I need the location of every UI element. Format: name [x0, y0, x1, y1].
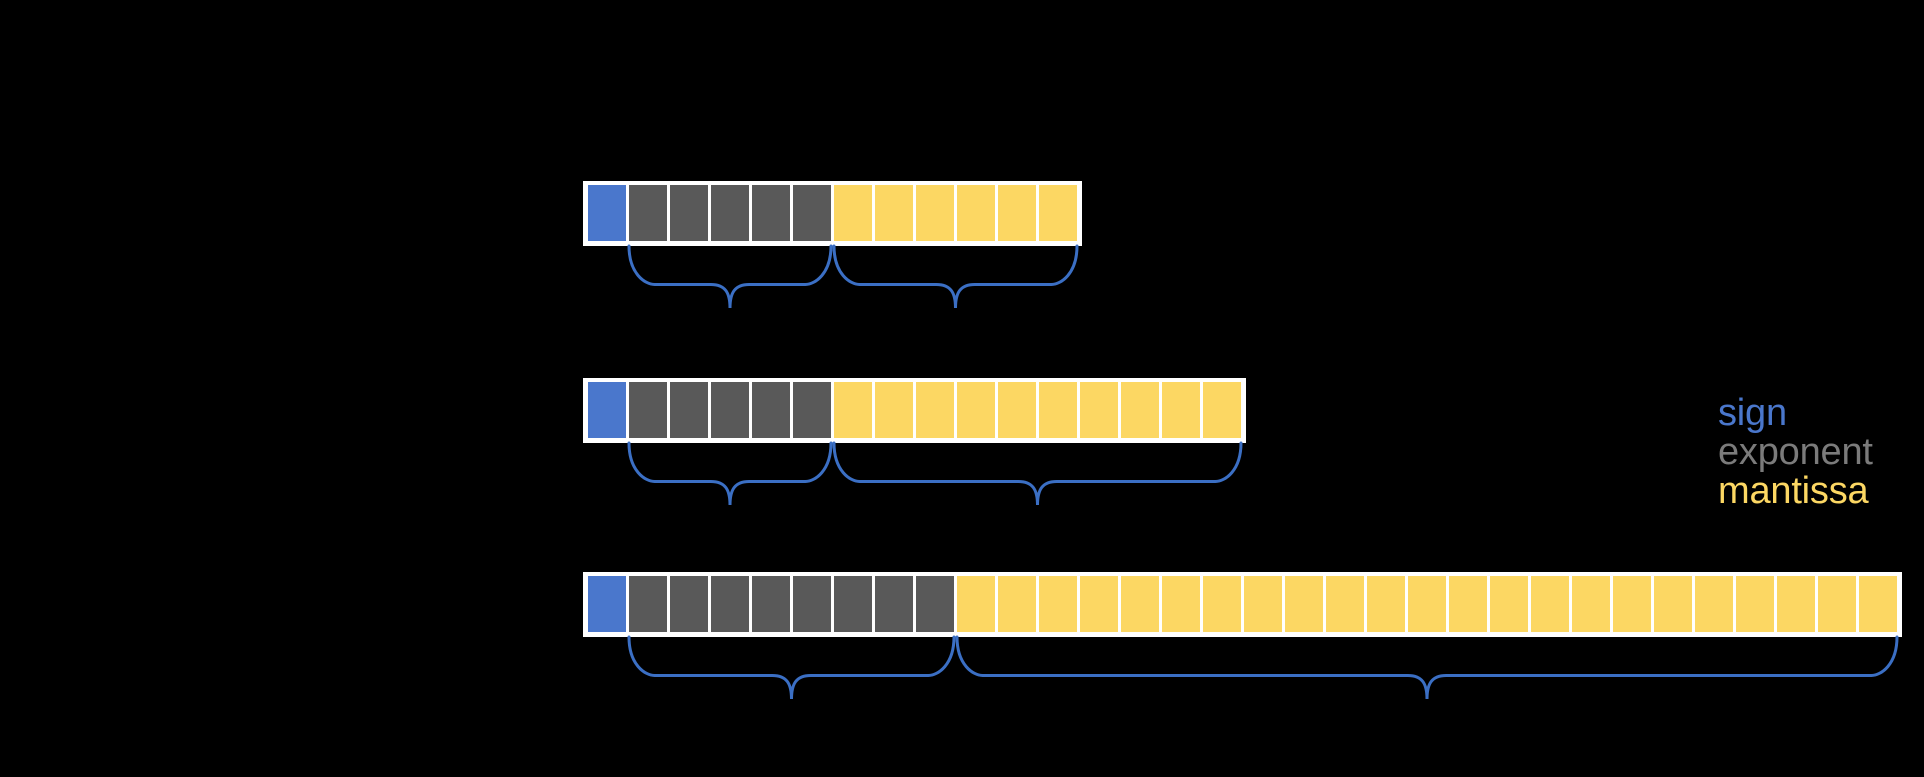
format-row-1-bit-exponent-5: [793, 185, 831, 241]
format-row-3-bit-mantissa-30: [1818, 576, 1856, 632]
format-row-1-bit-mantissa-11: [1039, 185, 1077, 241]
format-row-2-exponent-brace: [629, 443, 831, 505]
format-row-3-bit-exponent-6: [834, 576, 872, 632]
format-row-2-bit-exponent-4: [752, 382, 790, 438]
format-row-3-bit-mantissa-19: [1367, 576, 1405, 632]
format-row-3-bit-mantissa-29: [1777, 576, 1815, 632]
format-row-2-bit-mantissa-13: [1121, 382, 1159, 438]
format-row-3-bit-mantissa-20: [1408, 576, 1446, 632]
legend: sign exponent mantissa: [1718, 394, 1873, 510]
format-row-3-bit-mantissa-17: [1285, 576, 1323, 632]
format-row-2-bit-sign-0: [588, 382, 626, 438]
format-row-3-bit-mantissa-26: [1654, 576, 1692, 632]
format-row-3-bit-mantissa-12: [1080, 576, 1118, 632]
format-row-1-bit-mantissa-7: [875, 185, 913, 241]
format-row-1-bit-exponent-2: [670, 185, 708, 241]
format-row-2: [583, 378, 1246, 513]
format-row-3-bit-mantissa-10: [998, 576, 1036, 632]
format-row-3-bit-exponent-1: [629, 576, 667, 632]
format-row-3-braces: [583, 637, 1902, 707]
format-row-2-bit-exponent-3: [711, 382, 749, 438]
format-row-3-bit-mantissa-15: [1203, 576, 1241, 632]
format-row-3-bit-mantissa-27: [1695, 576, 1733, 632]
format-row-1-bit-mantissa-10: [998, 185, 1036, 241]
legend-item-sign: sign: [1718, 392, 1787, 434]
format-row-3-bit-exponent-2: [670, 576, 708, 632]
format-row-2-bit-mantissa-8: [916, 382, 954, 438]
format-row-1: [583, 181, 1082, 316]
format-row-1-bit-strip: [583, 181, 1082, 246]
format-row-3-bit-mantissa-23: [1531, 576, 1569, 632]
format-row-3-bit-mantissa-13: [1121, 576, 1159, 632]
format-row-1-bit-exponent-4: [752, 185, 790, 241]
format-row-1-mantissa-brace: [834, 246, 1077, 308]
format-row-3: [583, 572, 1902, 707]
format-row-2-bit-exponent-1: [629, 382, 667, 438]
legend-item-exponent: exponent: [1718, 430, 1873, 473]
format-row-2-bit-strip: [583, 378, 1246, 443]
format-row-3-bit-mantissa-28: [1736, 576, 1774, 632]
format-row-3-bit-exponent-8: [916, 576, 954, 632]
format-row-2-bit-mantissa-10: [998, 382, 1036, 438]
format-row-3-bit-exponent-4: [752, 576, 790, 632]
format-row-2-bit-mantissa-12: [1080, 382, 1118, 438]
format-row-2-braces: [583, 443, 1246, 513]
format-row-3-bit-exponent-5: [793, 576, 831, 632]
format-row-3-bit-mantissa-9: [957, 576, 995, 632]
format-row-2-bit-mantissa-6: [834, 382, 872, 438]
format-row-3-bit-exponent-7: [875, 576, 913, 632]
format-row-3-bit-mantissa-16: [1244, 576, 1282, 632]
format-row-3-exponent-brace: [629, 637, 954, 699]
format-row-3-bit-mantissa-22: [1490, 576, 1528, 632]
format-row-1-bit-mantissa-8: [916, 185, 954, 241]
format-row-2-bit-mantissa-7: [875, 382, 913, 438]
format-row-3-bit-mantissa-24: [1572, 576, 1610, 632]
format-row-2-bit-mantissa-11: [1039, 382, 1077, 438]
format-row-1-bit-mantissa-9: [957, 185, 995, 241]
legend-item-mantissa: mantissa: [1718, 469, 1869, 512]
format-row-3-bit-strip: [583, 572, 1902, 637]
format-row-2-mantissa-brace: [834, 443, 1241, 505]
format-row-2-bit-mantissa-15: [1203, 382, 1241, 438]
format-row-1-braces: [583, 246, 1082, 316]
format-row-2-bit-exponent-2: [670, 382, 708, 438]
format-row-1-bit-sign-0: [588, 185, 626, 241]
format-row-3-bit-mantissa-11: [1039, 576, 1077, 632]
format-row-1-bit-exponent-3: [711, 185, 749, 241]
format-row-3-bit-mantissa-21: [1449, 576, 1487, 632]
format-row-3-bit-mantissa-18: [1326, 576, 1364, 632]
format-row-3-bit-mantissa-25: [1613, 576, 1651, 632]
format-row-1-bit-exponent-1: [629, 185, 667, 241]
format-row-3-bit-sign-0: [588, 576, 626, 632]
format-row-3-bit-mantissa-14: [1162, 576, 1200, 632]
format-row-1-exponent-brace: [629, 246, 831, 308]
format-row-3-bit-mantissa-31: [1859, 576, 1897, 632]
format-row-2-bit-exponent-5: [793, 382, 831, 438]
format-row-2-bit-mantissa-9: [957, 382, 995, 438]
format-row-2-bit-mantissa-14: [1162, 382, 1200, 438]
format-row-3-bit-exponent-3: [711, 576, 749, 632]
format-row-3-mantissa-brace: [957, 637, 1897, 699]
format-row-1-bit-mantissa-6: [834, 185, 872, 241]
